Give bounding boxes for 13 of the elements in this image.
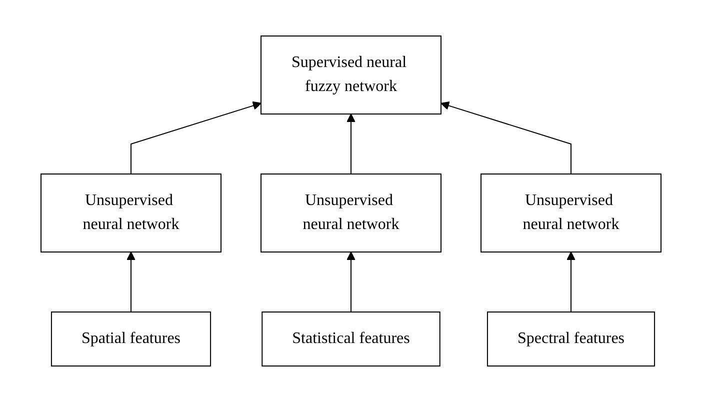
arrow bbox=[566, 252, 576, 312]
arrow bbox=[126, 252, 136, 312]
arrow bbox=[346, 114, 356, 174]
arrow bbox=[440, 101, 572, 174]
node-box: Unsupervised neural network bbox=[480, 174, 662, 252]
node-box: Spectral features bbox=[486, 312, 656, 366]
node-box: Supervised neural fuzzy network bbox=[260, 36, 442, 114]
arrow bbox=[346, 252, 356, 312]
node-box: Statistical features bbox=[262, 312, 440, 366]
arrow bbox=[130, 101, 262, 174]
node-box: Unsupervised neural network bbox=[40, 174, 222, 252]
node-box: Unsupervised neural network bbox=[260, 174, 442, 252]
node-box: Spatial features bbox=[50, 312, 212, 366]
